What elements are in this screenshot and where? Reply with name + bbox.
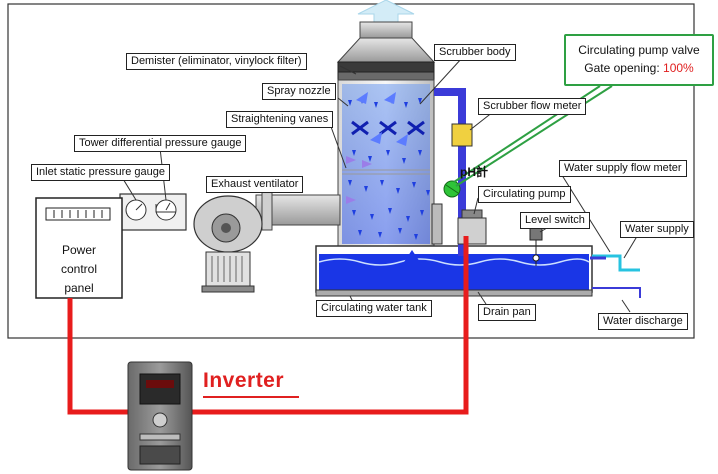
circulating-pump-unit	[457, 209, 487, 245]
callout-gate-label: Gate opening:	[584, 61, 664, 75]
water-supply-flow-meter-label: Water supply flow meter	[559, 160, 687, 177]
pump-valve	[443, 180, 461, 198]
inlet-static-gauge-label: Inlet static pressure gauge	[31, 164, 171, 181]
inlet-duct	[255, 189, 341, 231]
water-supply-piping	[590, 254, 640, 272]
spray-arrows	[356, 92, 408, 146]
ph-meter-label: pH計	[460, 165, 488, 179]
diagram-frame	[7, 3, 695, 339]
scrubber-tower	[337, 79, 435, 249]
level-switch-label: Level switch	[520, 212, 590, 229]
callout-gate-opening: Gate opening: 100%	[566, 59, 712, 77]
inverter-device	[127, 361, 193, 471]
spray-nozzles	[351, 120, 425, 136]
inverter-title-underline	[203, 396, 299, 398]
exhaust-up-arrow-icon	[357, 0, 415, 23]
circulating-pipe	[434, 88, 473, 256]
water-discharge-label: Water discharge	[598, 313, 688, 330]
power-control-panel	[35, 197, 123, 299]
scrubber-flow-meter	[451, 123, 473, 147]
drain-pan-label: Drain pan	[478, 304, 536, 321]
scrubber-body-label: Scrubber body	[434, 44, 516, 61]
circulating-water-tank-label: Circulating water tank	[316, 300, 432, 317]
ph-sensor	[431, 203, 443, 245]
callout-gate-value: 100%	[663, 61, 694, 75]
tower-hood	[336, 21, 436, 81]
water-supply-label: Water supply	[620, 221, 694, 238]
exhaust-ventilator-label: Exhaust ventilator	[206, 176, 304, 193]
power-panel-line-1: Power	[61, 243, 96, 257]
callout-title: Circulating pump valve	[578, 43, 700, 57]
pump-valve-callout: Circulating pump valve Gate opening: 100…	[564, 34, 714, 86]
water-discharge-piping	[592, 287, 641, 298]
inverter-title: Inverter	[203, 369, 285, 392]
pressure-gauge-panel	[119, 193, 187, 231]
straightening-vanes-label: Straightening vanes	[226, 111, 334, 128]
power-control-panel-text: Power control panel	[38, 241, 120, 298]
inverter-signal-wires	[67, 236, 469, 415]
spray-nozzle-label: Spray nozzle	[262, 83, 336, 100]
circulating-pump-label: Circulating pump	[478, 186, 571, 203]
exhaust-ventilator-fan	[193, 195, 263, 293]
straightening-vanes	[342, 169, 430, 175]
circulating-water-tank	[315, 245, 593, 297]
level-switch	[529, 227, 543, 266]
power-panel-line-2: control	[60, 262, 98, 276]
demister-label: Demister (eliminator, vinylock filter)	[126, 53, 307, 70]
scrubber-flow-meter-label: Scrubber flow meter	[478, 98, 587, 115]
tower-dp-gauge-label: Tower differential pressure gauge	[74, 135, 247, 152]
power-panel-line-3: panel	[64, 281, 94, 295]
